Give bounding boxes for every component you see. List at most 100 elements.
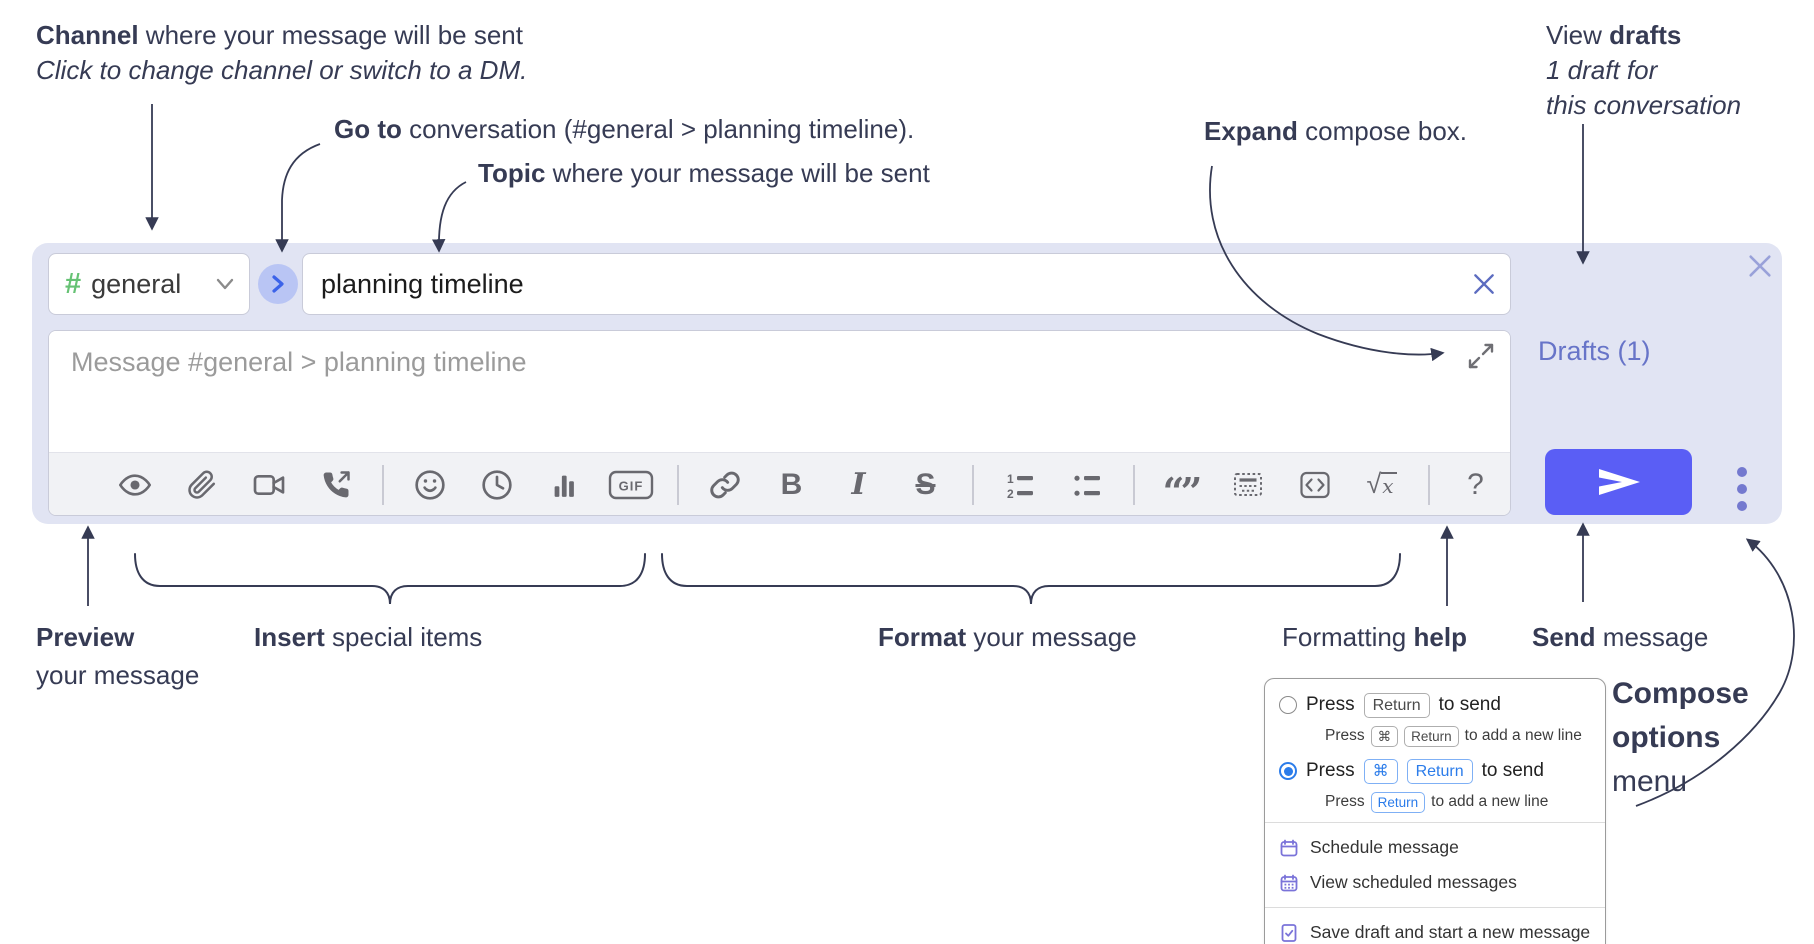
- radio-unselected[interactable]: [1279, 696, 1297, 714]
- quote-button[interactable]: “”: [1162, 468, 1203, 514]
- kebab-dots-icon: [1737, 467, 1747, 477]
- preview-eye-button[interactable]: [101, 453, 168, 516]
- code-button[interactable]: [1281, 453, 1348, 516]
- numbered-list-icon: 1 2: [1007, 472, 1033, 501]
- save-draft-icon: [1281, 923, 1297, 942]
- view-scheduled-messages-item[interactable]: View scheduled messages: [1279, 865, 1591, 900]
- spoiler-icon: [1233, 472, 1262, 496]
- channel-annotation: Channel where your message will be sent …: [36, 20, 528, 85]
- save-draft-item[interactable]: Save draft and start a new message: [1279, 915, 1591, 944]
- global-time-button[interactable]: [463, 453, 530, 516]
- link-button[interactable]: [691, 453, 758, 516]
- topic-value: planning timeline: [321, 268, 524, 299]
- send-paper-plane-icon: [1598, 469, 1640, 495]
- key-return: Return: [1406, 758, 1473, 784]
- topic-input[interactable]: planning timeline: [302, 253, 1511, 315]
- attach-file-button[interactable]: [168, 453, 235, 516]
- expand-annotation: Expand compose box.: [1204, 116, 1468, 146]
- close-compose-button[interactable]: [1742, 248, 1778, 284]
- toolbar-divider: [664, 453, 691, 516]
- send-annotation: Send message: [1532, 622, 1709, 652]
- bulleted-list-icon: [1073, 475, 1100, 496]
- cmd-enter-sends-option[interactable]: Press ⌘ Return to send: [1279, 755, 1591, 787]
- math-button[interactable]: √x: [1348, 453, 1415, 516]
- key-return: Return: [1404, 725, 1459, 747]
- math-icon: √x: [1366, 469, 1397, 500]
- svg-text:GIF: GIF: [618, 478, 643, 493]
- key-return: Return: [1363, 692, 1430, 718]
- gif-button[interactable]: GIF: [597, 453, 664, 516]
- key-return: Return: [1370, 791, 1426, 813]
- format-brace: [661, 553, 1401, 605]
- calendar-grid-icon: [1280, 874, 1298, 891]
- channel-select[interactable]: # general: [48, 253, 250, 315]
- italic-button[interactable]: I: [851, 467, 866, 502]
- radio-selected[interactable]: [1279, 762, 1297, 780]
- eye-icon: [118, 473, 151, 496]
- formatting-help-annotation: Formatting help: [1282, 622, 1467, 652]
- svg-text:1: 1: [1007, 472, 1014, 486]
- popup-divider: [1265, 822, 1605, 823]
- insert-brace: [134, 553, 646, 605]
- send-button[interactable]: [1545, 449, 1692, 515]
- bold-button[interactable]: B: [780, 467, 803, 501]
- chevron-down-icon: [216, 278, 234, 290]
- enter-sends-subtext: Press ⌘ Return to add a new line: [1325, 723, 1591, 749]
- goto-arrow: [275, 143, 321, 253]
- bulleted-list-button[interactable]: [1053, 453, 1120, 516]
- gif-icon: GIF: [608, 470, 653, 499]
- channel-name: general: [91, 268, 182, 299]
- strikethrough-button[interactable]: S: [915, 467, 936, 501]
- goto-annotation: Go to conversation (#general > planning …: [334, 114, 915, 144]
- expand-icon: [1468, 343, 1494, 369]
- format-annotation: Format your message: [878, 622, 1137, 652]
- close-icon: [1474, 274, 1494, 294]
- toolbar-divider: [1415, 453, 1442, 516]
- cmd-enter-sends-subtext: Press Return to add a new line: [1325, 789, 1591, 815]
- poll-button[interactable]: [530, 453, 597, 516]
- message-placeholder: Message #general > planning timeline: [71, 347, 527, 377]
- phone-outgoing-icon: [323, 470, 350, 497]
- topic-annotation: Topic where your message will be sent: [478, 158, 930, 188]
- spoiler-button[interactable]: [1214, 453, 1281, 516]
- view-drafts-annotation: View drafts 1 draft for this conversatio…: [1546, 20, 1742, 120]
- preview-annotation: Preview your message: [36, 622, 200, 690]
- go-to-conversation-button[interactable]: [258, 264, 298, 304]
- toolbar-divider: [369, 453, 396, 516]
- code-icon: [1299, 471, 1330, 498]
- schedule-message-item[interactable]: Schedule message: [1279, 830, 1591, 865]
- audio-call-button[interactable]: [302, 453, 369, 516]
- calendar-icon: [1280, 839, 1298, 856]
- smiley-icon: [414, 469, 445, 500]
- popup-divider: [1265, 907, 1605, 908]
- toolbar-divider: [1120, 453, 1147, 516]
- close-icon: [1749, 255, 1771, 277]
- send-options-popup: Press Return to send Press ⌘ Return to a…: [1264, 678, 1606, 944]
- formatting-help-button[interactable]: ?: [1467, 467, 1484, 501]
- message-box: Message #general > planning timeline: [48, 330, 1511, 516]
- paperclip-icon: [187, 470, 215, 499]
- enter-sends-option[interactable]: Press Return to send: [1279, 689, 1591, 721]
- numbered-list-button[interactable]: 1 2: [986, 453, 1053, 516]
- clock-icon: [481, 469, 512, 500]
- compose-options-button[interactable]: [1724, 458, 1760, 520]
- toolbar-divider: [959, 453, 986, 516]
- expand-compose-button[interactable]: [1466, 341, 1496, 371]
- video-camera-icon: [253, 474, 284, 495]
- compose-toolbar: GIF B I S 1 2: [49, 452, 1510, 516]
- topic-arrow: [431, 181, 467, 253]
- key-cmd: ⌘: [1363, 758, 1398, 784]
- chevron-right-icon: [272, 275, 284, 293]
- channel-hash-icon: #: [65, 267, 82, 300]
- clear-topic-button[interactable]: [1466, 266, 1502, 302]
- message-input[interactable]: Message #general > planning timeline: [49, 331, 1510, 452]
- bar-chart-icon: [554, 475, 574, 497]
- emoji-button[interactable]: [396, 453, 463, 516]
- compose-options-annotation: Compose options menu: [1612, 677, 1749, 798]
- video-call-button[interactable]: [235, 453, 302, 516]
- insert-annotation: Insert special items: [254, 622, 483, 652]
- svg-text:2: 2: [1007, 487, 1014, 501]
- drafts-link[interactable]: Drafts (1): [1538, 336, 1651, 366]
- key-cmd: ⌘: [1370, 725, 1399, 747]
